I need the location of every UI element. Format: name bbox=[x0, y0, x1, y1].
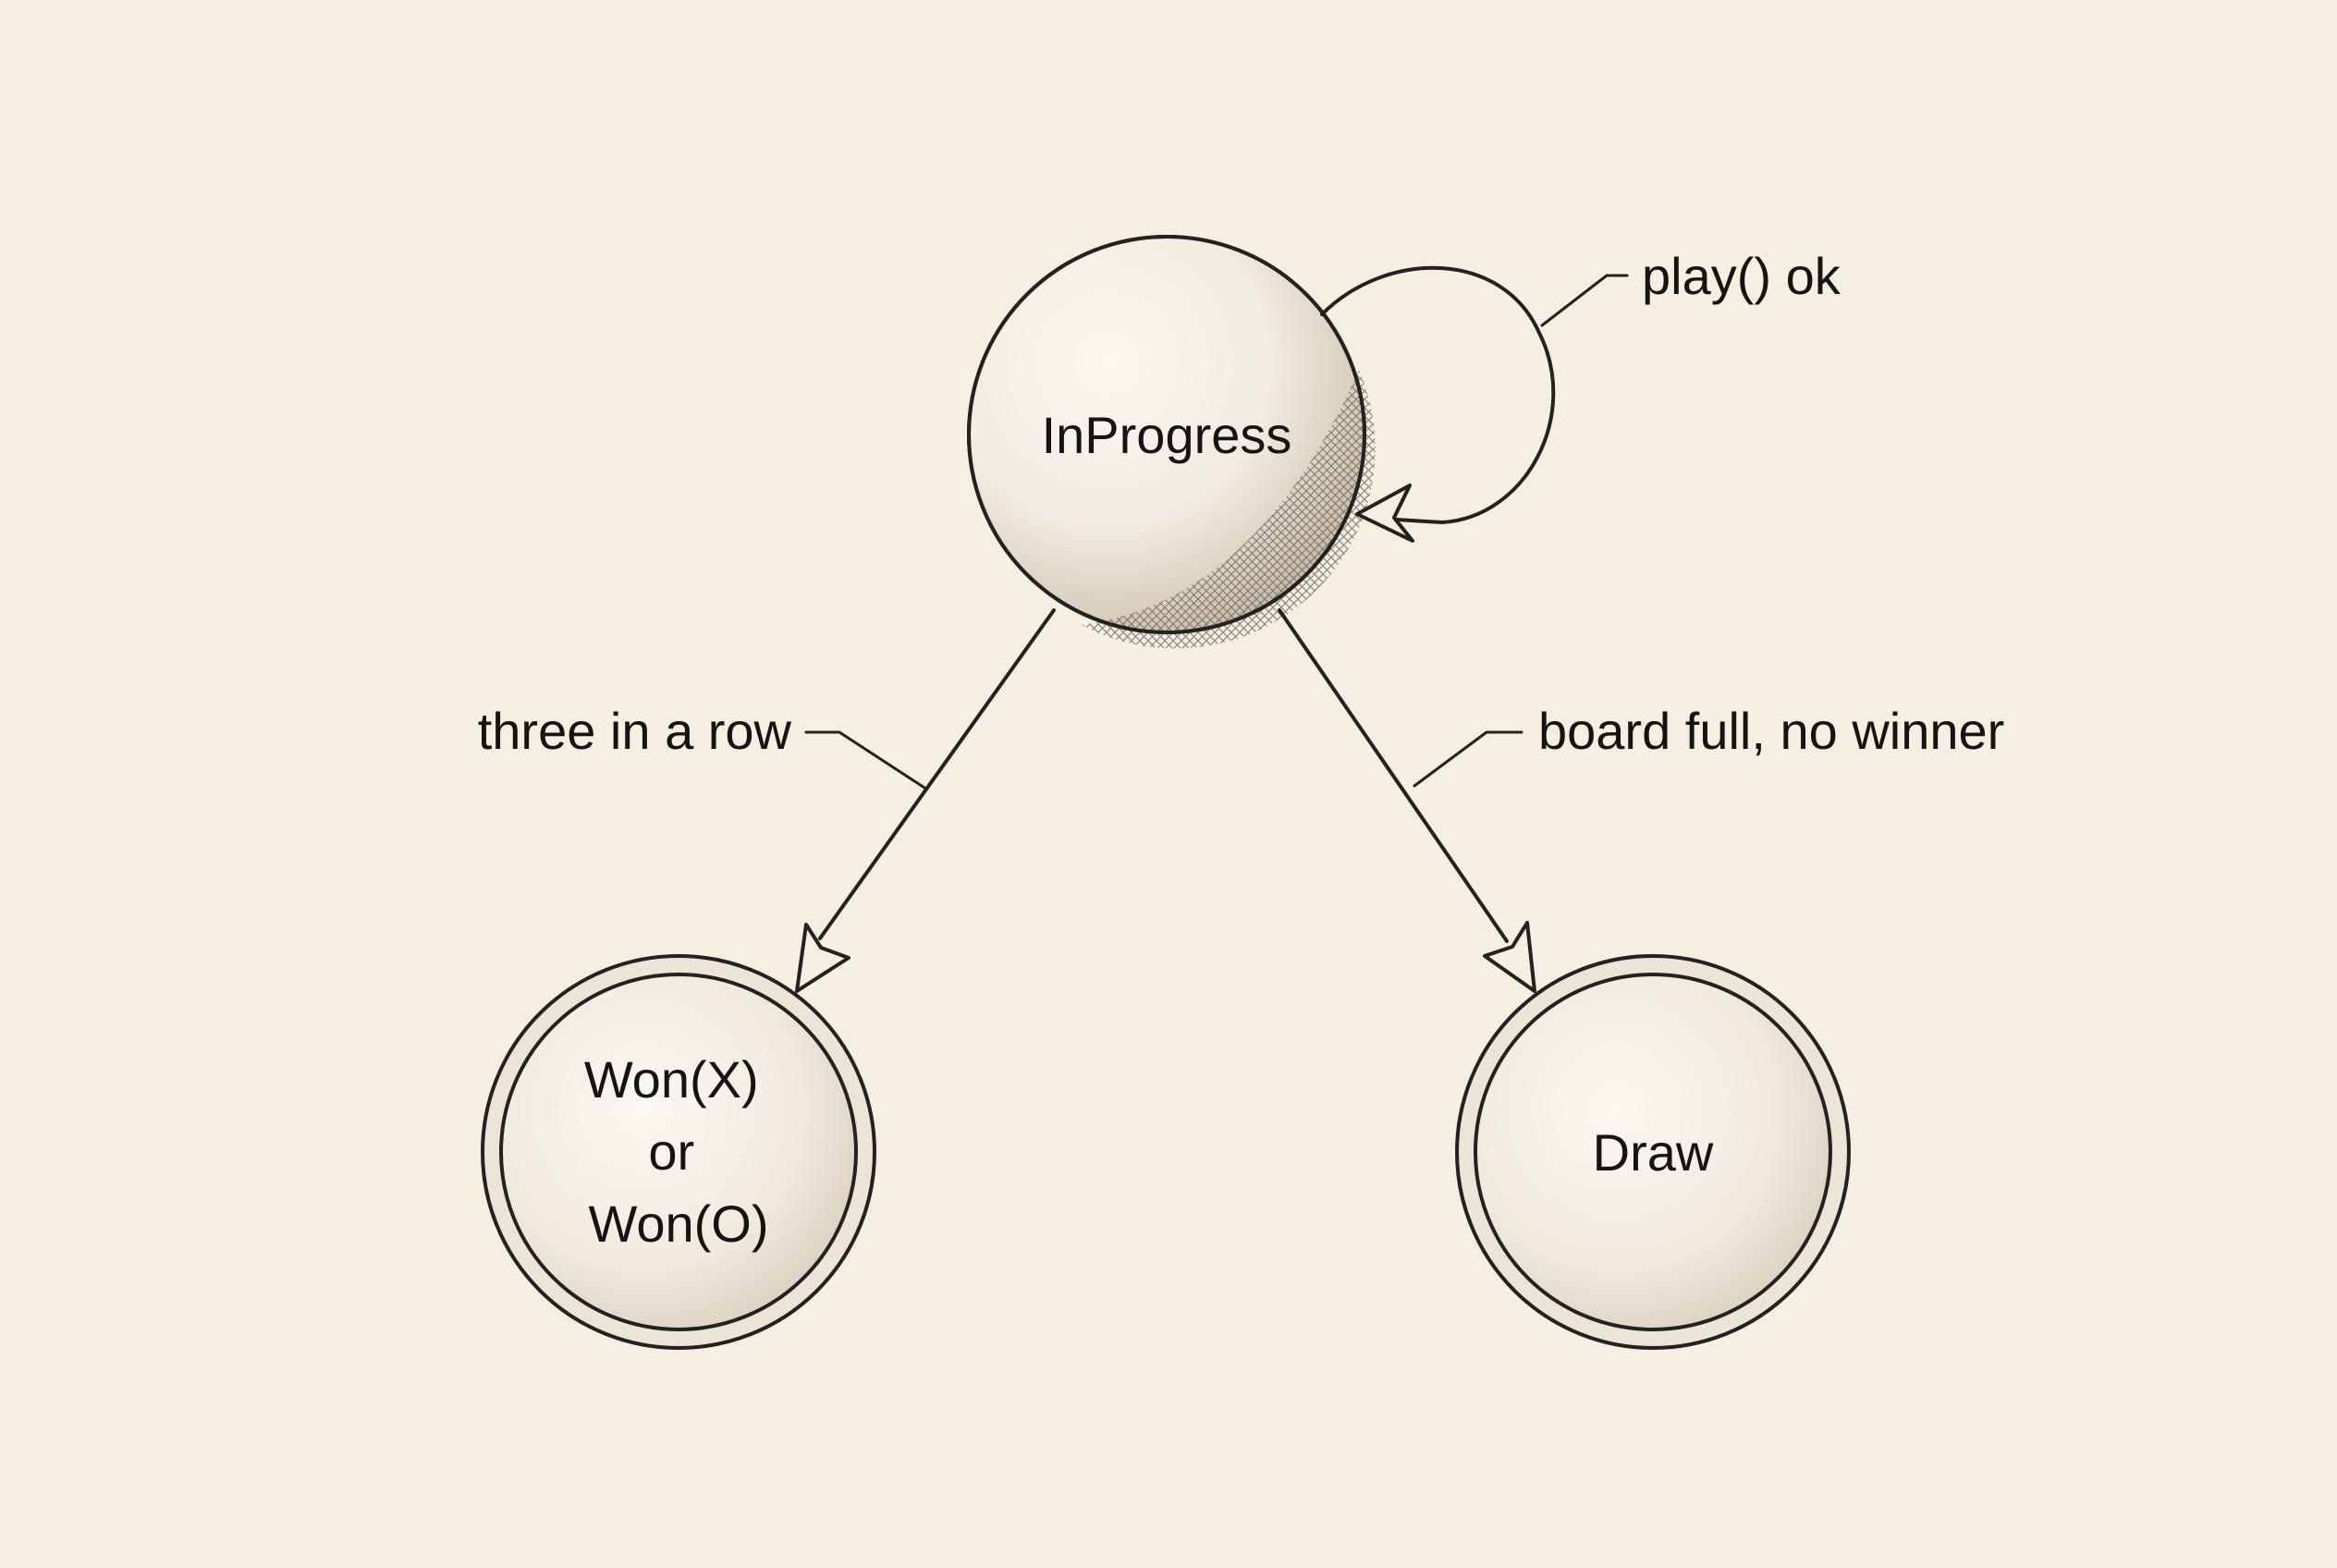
to-draw-line bbox=[1278, 608, 1509, 943]
state-inprogress-outline bbox=[967, 235, 1366, 634]
self-loop-label: play() ok bbox=[1642, 247, 1841, 305]
state-won-line-3: Won(O) bbox=[589, 1194, 769, 1253]
state-draw[interactable]: Draw bbox=[1455, 954, 1851, 1350]
state-draw-inner-ring bbox=[1474, 973, 1832, 1331]
state-inprogress[interactable]: InProgress bbox=[967, 235, 1376, 649]
state-won-inner-ring bbox=[499, 973, 858, 1331]
state-draw-label: Draw bbox=[1593, 1123, 1714, 1182]
transition-to-draw[interactable]: board full, no winner bbox=[1278, 608, 2004, 993]
self-loop-arrowhead bbox=[1355, 484, 1414, 543]
state-won-line-2: or bbox=[648, 1122, 694, 1181]
to-won-label: three in a row bbox=[478, 702, 792, 760]
state-won[interactable]: Won(X) or Won(O) bbox=[481, 954, 876, 1350]
to-won-arrowhead bbox=[795, 923, 850, 993]
to-draw-label: board full, no winner bbox=[1538, 702, 2004, 760]
state-won-line-1: Won(X) bbox=[584, 1050, 759, 1109]
self-loop-leader bbox=[1540, 274, 1629, 327]
transition-self-loop[interactable]: play() ok bbox=[1320, 247, 1841, 543]
to-draw-leader bbox=[1413, 730, 1523, 788]
to-won-leader bbox=[804, 730, 926, 790]
to-draw-arrowhead bbox=[1483, 921, 1536, 993]
self-loop-arc bbox=[1320, 265, 1556, 524]
state-won-label: Won(X) or Won(O) bbox=[584, 1050, 773, 1253]
to-won-line bbox=[818, 608, 1056, 940]
state-inprogress-label: InProgress bbox=[1042, 406, 1292, 464]
transition-to-won[interactable]: three in a row bbox=[478, 608, 1056, 993]
